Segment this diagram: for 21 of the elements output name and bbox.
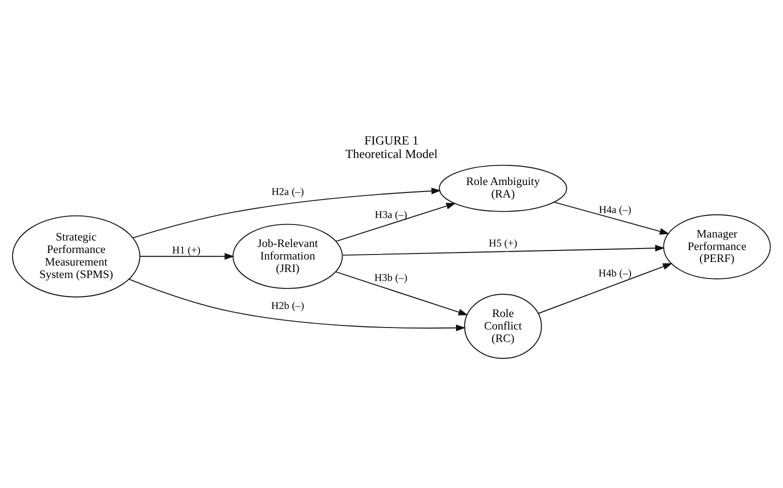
arrow: [132, 187, 442, 238]
edge-label: H3a (–): [374, 209, 408, 220]
edge-label: H4b (–): [598, 268, 632, 279]
edge-label: H2b (–): [271, 300, 304, 312]
edge-label: H3b (–): [374, 272, 408, 284]
node-ellipse: Strategic Performance Measurement System (SPMS): [12, 214, 140, 297]
node-ellipse: Job-Relevant Information (JRI): [232, 223, 343, 288]
node-ellipse: Role Conflict (RC): [464, 293, 542, 358]
arrow: [128, 278, 466, 331]
arrow: [554, 201, 670, 234]
arrow: [342, 244, 665, 256]
edge-label: H2a (–): [271, 186, 304, 198]
diagram-title: FIGURE 1 Theoretical Model: [345, 133, 438, 161]
arrow: [335, 270, 468, 315]
arrow: [140, 252, 234, 260]
edge-label: H4a (–): [598, 204, 632, 216]
edge-label: H5 (+): [488, 238, 518, 250]
arrow: [538, 262, 672, 314]
edge-label: H1 (+): [172, 244, 201, 256]
arrow: [336, 202, 456, 242]
node-ellipse: Role Ambiguity (RA): [438, 164, 568, 212]
